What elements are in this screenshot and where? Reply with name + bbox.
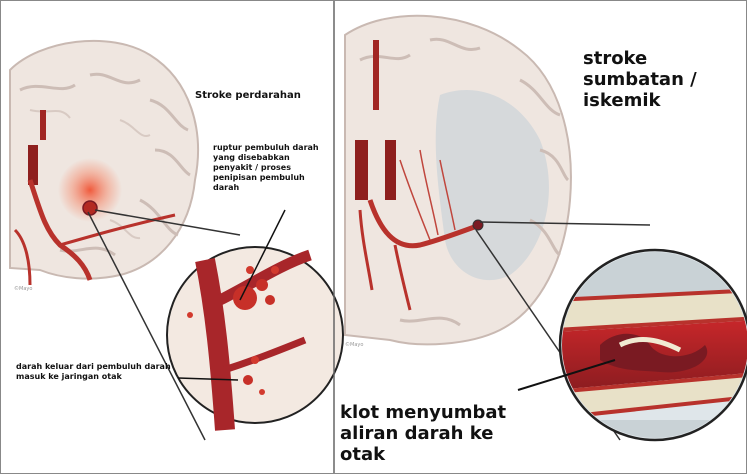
rupture-annotation: ruptur pembuluh darah yang disebabkan pe… [213,143,328,193]
left-credit: ©Mayo [14,286,32,292]
left-brain [10,41,198,285]
right-credit: ©Mayo [345,342,363,348]
right-brain [345,16,571,345]
left-magnified-view [167,247,343,430]
right-magnified-view [555,250,747,460]
left-panel-title: Stroke perdarahan [195,90,325,101]
right-panel-title: stroke sumbatan / iskemik [583,48,743,111]
bleed-annotation: darah keluar dari pembuluh darah masuk k… [16,362,176,382]
clot-annotation: klot menyumbat aliran darah ke otak [340,402,540,465]
